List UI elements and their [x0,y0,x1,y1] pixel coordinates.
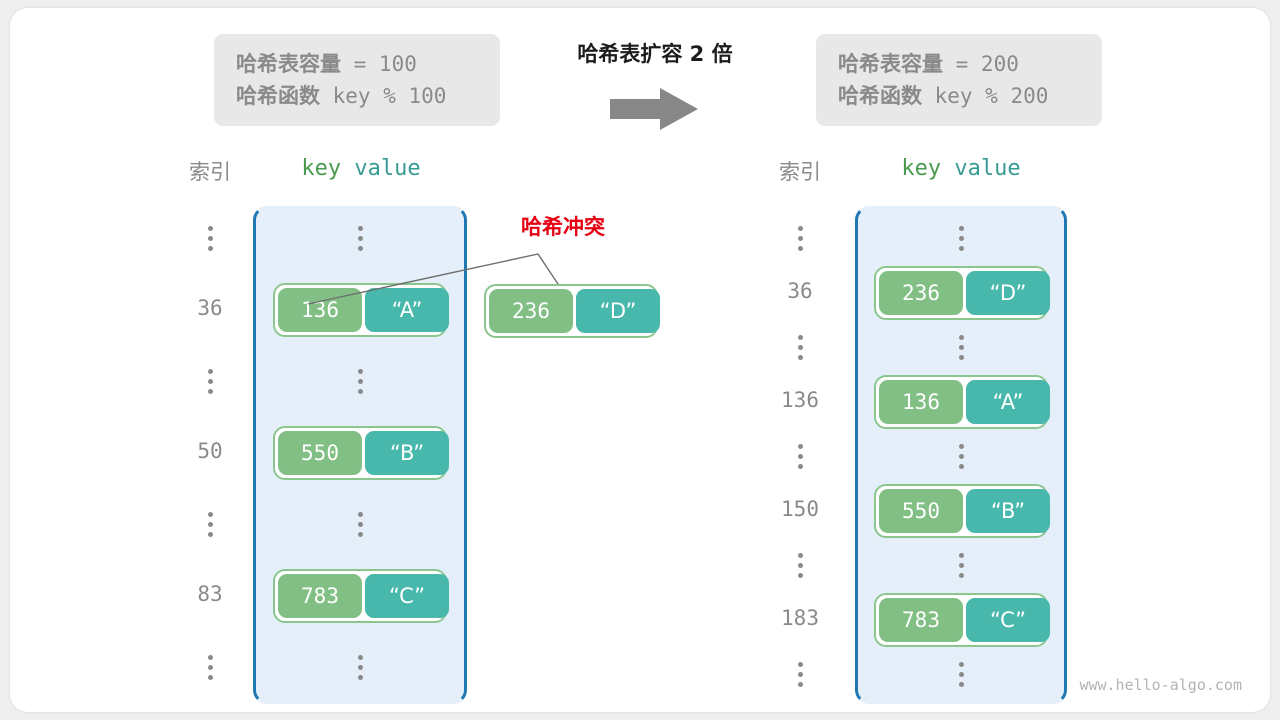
entry-key: 236 [879,270,963,315]
bucket-ellipsis [350,655,370,681]
entry-value: “C” [365,573,449,618]
bucket-entry: 236“D” [874,265,1050,320]
entry-key: 136 [879,379,963,424]
right-hashfunc-line: 哈希函数 key % 200 [838,80,1080,112]
bucket-ellipsis [951,662,971,688]
right-kv-header: key value [858,156,1064,181]
index-label: 183 [781,605,819,630]
left-hash-config-box: 哈希表容量 = 100 哈希函数 key % 100 [214,34,500,126]
entry-value: “C” [966,597,1050,642]
right-index-header: 索引 [779,160,821,184]
watermark: www.hello-algo.com [1079,676,1242,694]
collision-label: 哈希冲突 [521,215,605,239]
bucket-ellipsis [350,512,370,538]
colliding-pair-key: 236 [489,289,573,333]
left-key-header: key [301,156,342,181]
bucket-ellipsis [951,553,971,579]
right-key-header: key [901,156,942,181]
entry-value: “B” [365,430,449,475]
index-ellipsis [200,369,220,395]
left-kv-header: key value [258,156,464,181]
index-ellipsis [790,553,810,579]
bucket-entry: 136“A” [874,374,1050,429]
right-capacity-line: 哈希表容量 = 200 [838,48,1080,80]
index-label: 83 [197,581,223,606]
left-hashfunc-label: 哈希函数 [236,84,320,108]
index-label: 136 [781,387,819,412]
right-hashfunc-value: key % 200 [922,84,1049,108]
bucket-entry: 783“C” [273,568,449,623]
bucket-entry: 136“A” [273,282,449,337]
bucket-entry: 550“B” [874,483,1050,538]
bucket-entry: 550“B” [273,425,449,480]
bucket-entry: 783“C” [874,592,1050,647]
entry-value: “A” [966,379,1050,424]
colliding-pair: 236 “D” [484,284,660,338]
entry-value: “A” [365,287,449,332]
bucket-ellipsis [350,226,370,252]
entry-key: 136 [278,287,362,332]
index-ellipsis [200,226,220,252]
index-label: 50 [197,438,223,463]
index-ellipsis [790,444,810,470]
index-ellipsis [200,655,220,681]
entry-key: 783 [278,573,362,618]
right-capacity-value: = 200 [943,52,1019,76]
index-label: 36 [197,295,223,320]
diagram-title: 哈希表扩容 2 倍 [577,42,733,66]
left-capacity-value: = 100 [341,52,417,76]
bucket-ellipsis [951,226,971,252]
right-value-header: value [954,156,1021,181]
index-label: 36 [787,278,813,303]
entry-value: “D” [966,270,1050,315]
entry-key: 550 [879,488,963,533]
left-index-header: 索引 [189,160,231,184]
left-capacity-label: 哈希表容量 [236,52,341,76]
index-ellipsis [790,662,810,688]
arrow-right-icon [610,88,698,130]
right-capacity-label: 哈希表容量 [838,52,943,76]
left-hashfunc-value: key % 100 [320,84,447,108]
left-capacity-line: 哈希表容量 = 100 [236,48,478,80]
right-hashfunc-label: 哈希函数 [838,84,922,108]
index-label: 150 [781,496,819,521]
bucket-ellipsis [951,444,971,470]
index-ellipsis [790,226,810,252]
left-hashfunc-line: 哈希函数 key % 100 [236,80,478,112]
index-ellipsis [790,335,810,361]
left-value-header: value [354,156,421,181]
bucket-ellipsis [951,335,971,361]
entry-value: “B” [966,488,1050,533]
right-hash-config-box: 哈希表容量 = 200 哈希函数 key % 200 [816,34,1102,126]
bucket-ellipsis [350,369,370,395]
index-ellipsis [200,512,220,538]
entry-key: 550 [278,430,362,475]
entry-key: 783 [879,597,963,642]
diagram-card: 哈希表容量 = 100 哈希函数 key % 100 哈希表扩容 2 倍 哈希表… [10,8,1270,712]
colliding-pair-value: “D” [576,289,660,333]
